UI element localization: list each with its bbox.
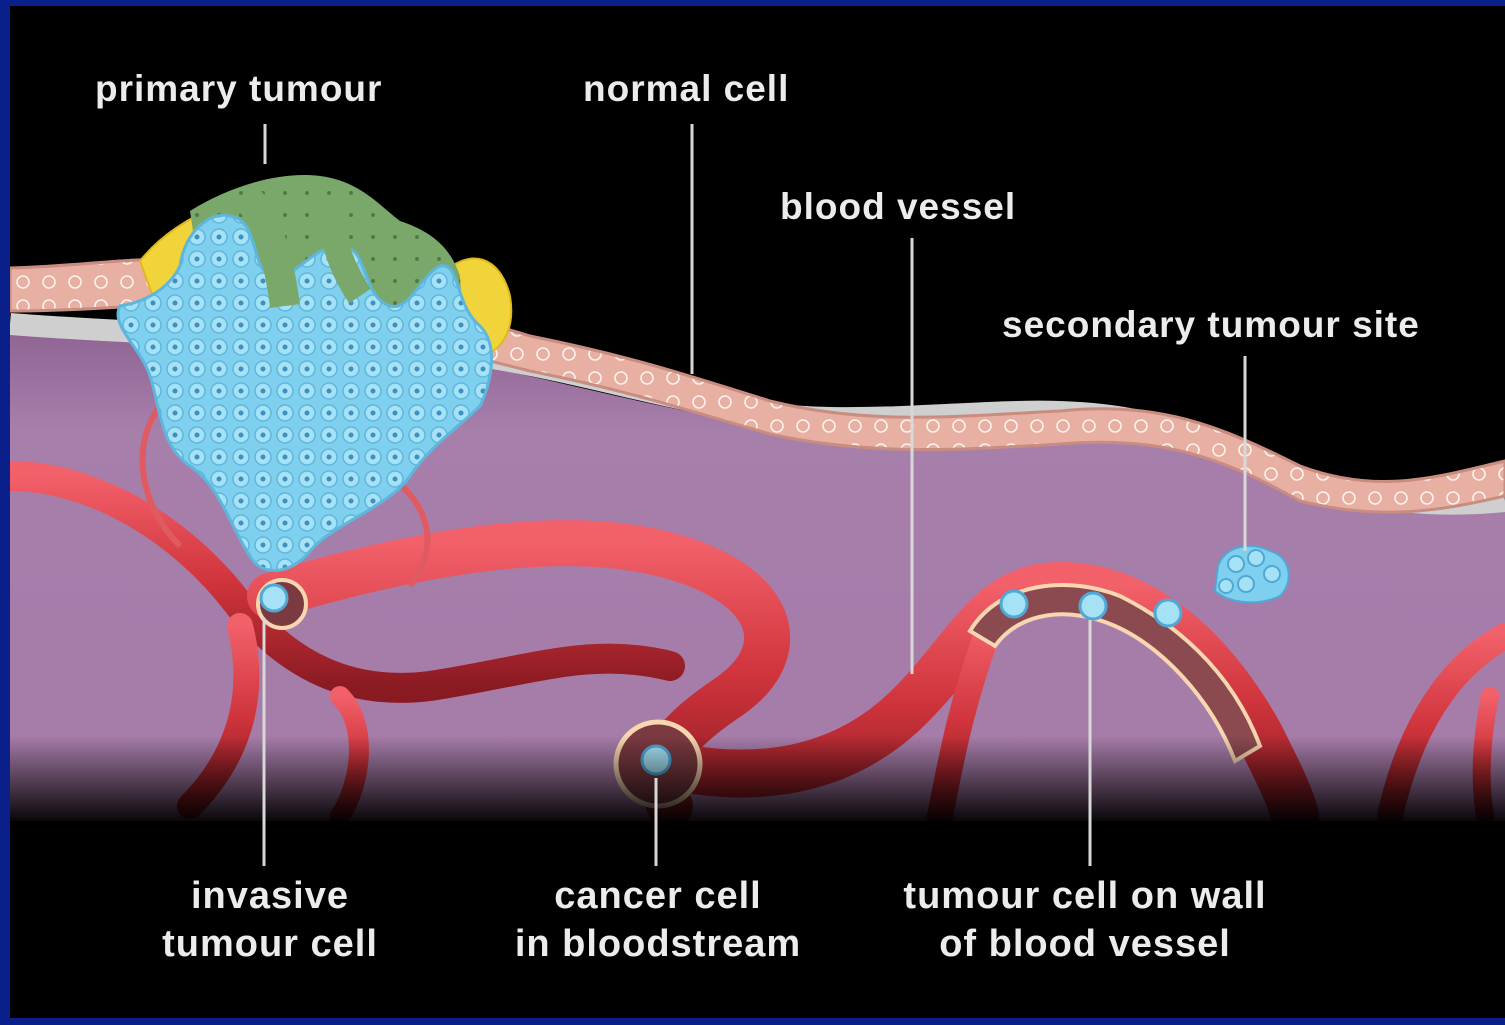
label-cancer-line1: cancer cell bbox=[488, 872, 828, 920]
label-invasive-line2: tumour cell bbox=[135, 920, 405, 968]
label-cancer-cell-in-bloodstream: cancer cell in bloodstream bbox=[488, 872, 828, 968]
label-invasive-tumour-cell: invasive tumour cell bbox=[135, 872, 405, 968]
secondary-tumour bbox=[1215, 546, 1289, 602]
label-blood-vessel: blood vessel bbox=[780, 186, 1016, 228]
label-normal-cell: normal cell bbox=[583, 68, 789, 110]
label-wall-line2: of blood vessel bbox=[870, 920, 1300, 968]
label-wall-line1: tumour cell on wall bbox=[870, 872, 1300, 920]
label-primary-tumour: primary tumour bbox=[95, 68, 382, 110]
label-tumour-cell-on-wall: tumour cell on wall of blood vessel bbox=[870, 872, 1300, 968]
label-cancer-line2: in bloodstream bbox=[488, 920, 828, 968]
diagram-frame: primary tumour normal cell blood vessel … bbox=[10, 6, 1505, 1018]
metastasis-illustration bbox=[10, 6, 1505, 1018]
label-secondary-tumour-site: secondary tumour site bbox=[1002, 304, 1420, 346]
bottom-fade bbox=[10, 736, 1505, 826]
label-invasive-line1: invasive bbox=[135, 872, 405, 920]
